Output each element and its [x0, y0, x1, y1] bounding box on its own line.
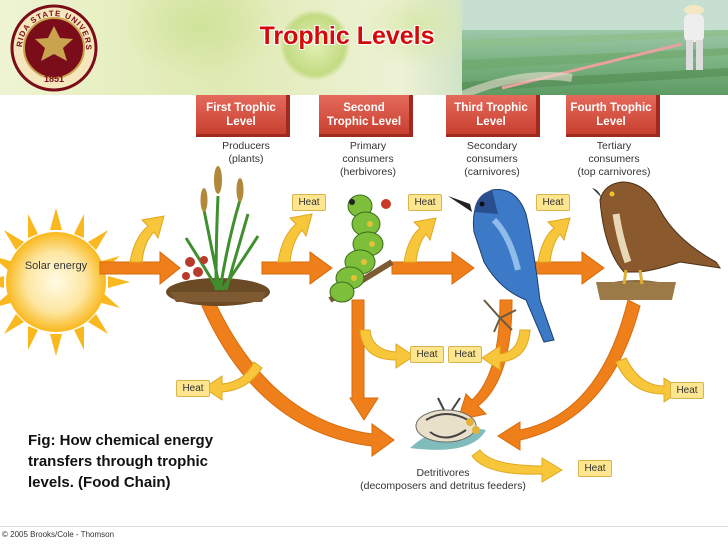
heat-label: Heat [536, 194, 570, 211]
energy-arrow-sun-to-producers [99, 250, 181, 286]
producer-plants-illustration [166, 166, 270, 306]
detritivores-detail: (decomposers and detritus feeders) [360, 480, 526, 492]
level-role: Tertiary consumers [588, 140, 640, 165]
heat-label: Heat [578, 460, 612, 477]
heat-arrow-detritivores [471, 449, 563, 483]
level-role: Secondary consumers [466, 140, 518, 165]
leaf-decoration [280, 10, 350, 80]
figure-caption: Fig: How chemical energy transfers throu… [28, 432, 214, 491]
farmer-spraying-photo [462, 0, 728, 95]
hawk-illustration [592, 181, 722, 300]
header-banner: FLORIDA STATE UNIVERSITY 1851 Trophic Le… [0, 0, 728, 95]
level-role: Producers [222, 140, 270, 152]
level-role: Primary consumers [342, 140, 394, 165]
level-label-tertiary-consumers: Tertiary consumers (top carnivores) [552, 140, 676, 179]
level-box-third: Third Trophic Level [446, 95, 540, 137]
level-box-second: Second Trophic Level [319, 95, 413, 137]
level-label-secondary-consumers: Secondary consumers (carnivores) [430, 140, 554, 179]
copyright-notice: © 2005 Brooks/Cole - Thomson [2, 530, 115, 539]
heat-arrow-primary [403, 217, 437, 263]
solar-energy-label: Solar energy [24, 260, 88, 272]
level-example: (herbivores) [339, 166, 397, 178]
level-label-producers: Producers (plants) [184, 140, 308, 166]
detritivores-name: Detritivores [416, 467, 470, 479]
sun-icon [0, 208, 130, 356]
heat-arrow-primary-down [359, 329, 415, 369]
heat-arrow-producers-to-decomposer [203, 361, 263, 401]
slide-title: Trophic Levels [259, 22, 435, 50]
energy-arrow-primary-to-detritivores [349, 299, 379, 421]
blue-bird-illustration [448, 189, 555, 343]
energy-arrow-producers-to-primary [261, 251, 333, 285]
heat-arrow-solar [129, 215, 165, 263]
heat-arrow-producers [277, 213, 313, 263]
heat-arrow-secondary-down [481, 329, 531, 371]
heat-arrow-secondary [537, 217, 571, 263]
level-box-fourth: Fourth Trophic Level [566, 95, 660, 137]
heat-label: Heat [176, 380, 210, 397]
seal-graphic: FLORIDA STATE UNIVERSITY [10, 4, 98, 92]
heat-label: Heat [410, 346, 444, 363]
heat-label: Heat [292, 194, 326, 211]
energy-arrow-primary-to-secondary [391, 251, 475, 285]
footer-bar [0, 526, 728, 546]
seal-year: 1851 [43, 74, 65, 84]
level-box-first: First Trophic Level [196, 95, 290, 137]
energy-arrow-producers-to-detritivores [201, 299, 395, 457]
heat-label: Heat [448, 346, 482, 363]
level-example: (carnivores) [464, 166, 520, 178]
level-label-primary-consumers: Primary consumers (herbivores) [306, 140, 430, 179]
heat-label: Heat [670, 382, 704, 399]
level-example: (plants) [228, 153, 264, 165]
detritivores-illustration [410, 397, 486, 450]
leaf-decoration [360, 0, 480, 70]
detritivores-label: Detritivores (decomposers and detritus f… [335, 467, 551, 493]
heat-label: Heat [408, 194, 442, 211]
level-example: (top carnivores) [577, 166, 651, 178]
caterpillar-illustration [328, 194, 394, 303]
energy-arrow-tertiary-to-detritivores [497, 299, 641, 451]
